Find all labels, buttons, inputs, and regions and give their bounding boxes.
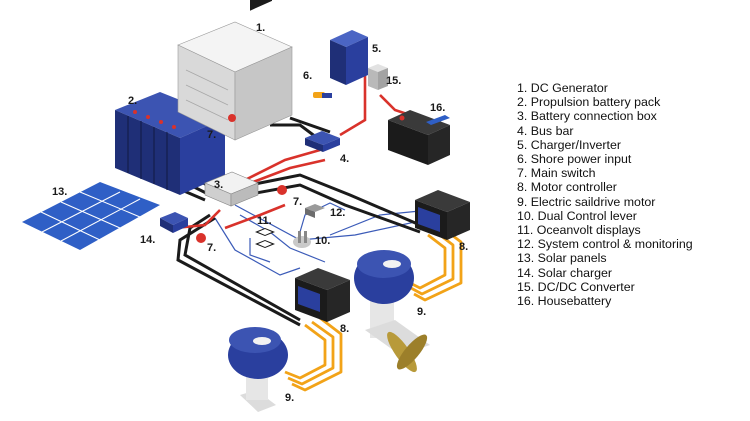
component-legend: 1. DC Generator 2. Propulsion battery pa… [517,81,693,308]
electric-propulsion-system-diagram: 1. 2. 3. 4. 5. 6. 7. 7. 7. 8. 8. 9. 9. 1… [22,0,470,412]
callout-monitoring: 12. [330,207,345,219]
legend-item: 9. Electric saildrive motor [517,194,656,209]
signal-wires [214,202,431,276]
callout-shore-power: 6. [303,70,312,82]
callout-motor-controller-b: 8. [459,241,468,253]
motor-controller-upper [415,190,470,240]
saildrive-motor-lower [228,327,288,412]
propulsion-battery-pack [115,92,225,195]
callout-saildrive-b: 9. [417,306,426,318]
solar-panels [22,182,160,250]
legend-item: 11. Oceanvolt displays [517,223,641,238]
legend-item: 5. Charger/Inverter [517,137,621,152]
legend-item: 3. Battery connection box [517,109,657,124]
callout-solar-charger: 14. [140,234,155,246]
power-cables-black [168,116,421,327]
callout-charger-inverter: 5. [372,43,381,55]
saildrive-motor-upper [354,250,430,373]
legend-item: 14. Solar charger [517,265,613,280]
bus-bar [305,131,340,152]
main-switches [196,114,287,243]
legend-item: 15. DC/DC Converter [517,279,635,294]
shore-power-plug [313,92,332,98]
solar-charger [160,212,188,233]
dc-generator [177,0,293,141]
legend-item: 2. Propulsion battery pack [517,95,661,110]
charger-inverter [330,30,368,85]
battery-connection-box [204,171,259,207]
legend-item: 7. Main switch [517,166,596,181]
house-battery [388,110,450,165]
motor-controller-lower [295,268,350,322]
callout-control-lever: 10. [315,235,330,247]
callout-dcdc-converter: 15. [386,75,401,87]
motor-cables-orange [284,227,463,392]
callout-main-switch-c: 7. [207,129,216,141]
callout-motor-controller-a: 8. [340,323,349,335]
callout-connection-box: 3. [214,179,223,191]
callout-house-battery: 16. [430,102,445,114]
callout-battery-pack: 2. [128,95,137,107]
callout-solar-panels: 13. [52,186,67,198]
legend-item: 8. Motor controller [517,180,617,195]
dual-control-lever [293,231,311,248]
legend-item: 6. Shore power input [517,152,632,167]
callout-bus-bar: 4. [340,153,349,165]
callout-main-switch-a: 7. [293,196,302,208]
legend-item: 1. DC Generator [517,81,608,95]
legend-item: 4. Bus bar [517,123,574,138]
callout-saildrive-a: 9. [285,392,294,404]
dcdc-converter [368,64,388,90]
power-cables-red [174,75,411,230]
callout-displays: 11. [257,215,272,227]
legend-item: 12. System control & monitoring [517,237,693,252]
callout-generator: 1. [256,22,265,34]
legend-item: 16. Housebattery [517,294,612,309]
callout-main-switch-b: 7. [207,242,216,254]
system-control-monitoring [305,204,325,218]
legend-item: 13. Solar panels [517,251,607,266]
legend-item: 10. Dual Control lever [517,208,637,223]
oceanvolt-displays [255,228,275,248]
